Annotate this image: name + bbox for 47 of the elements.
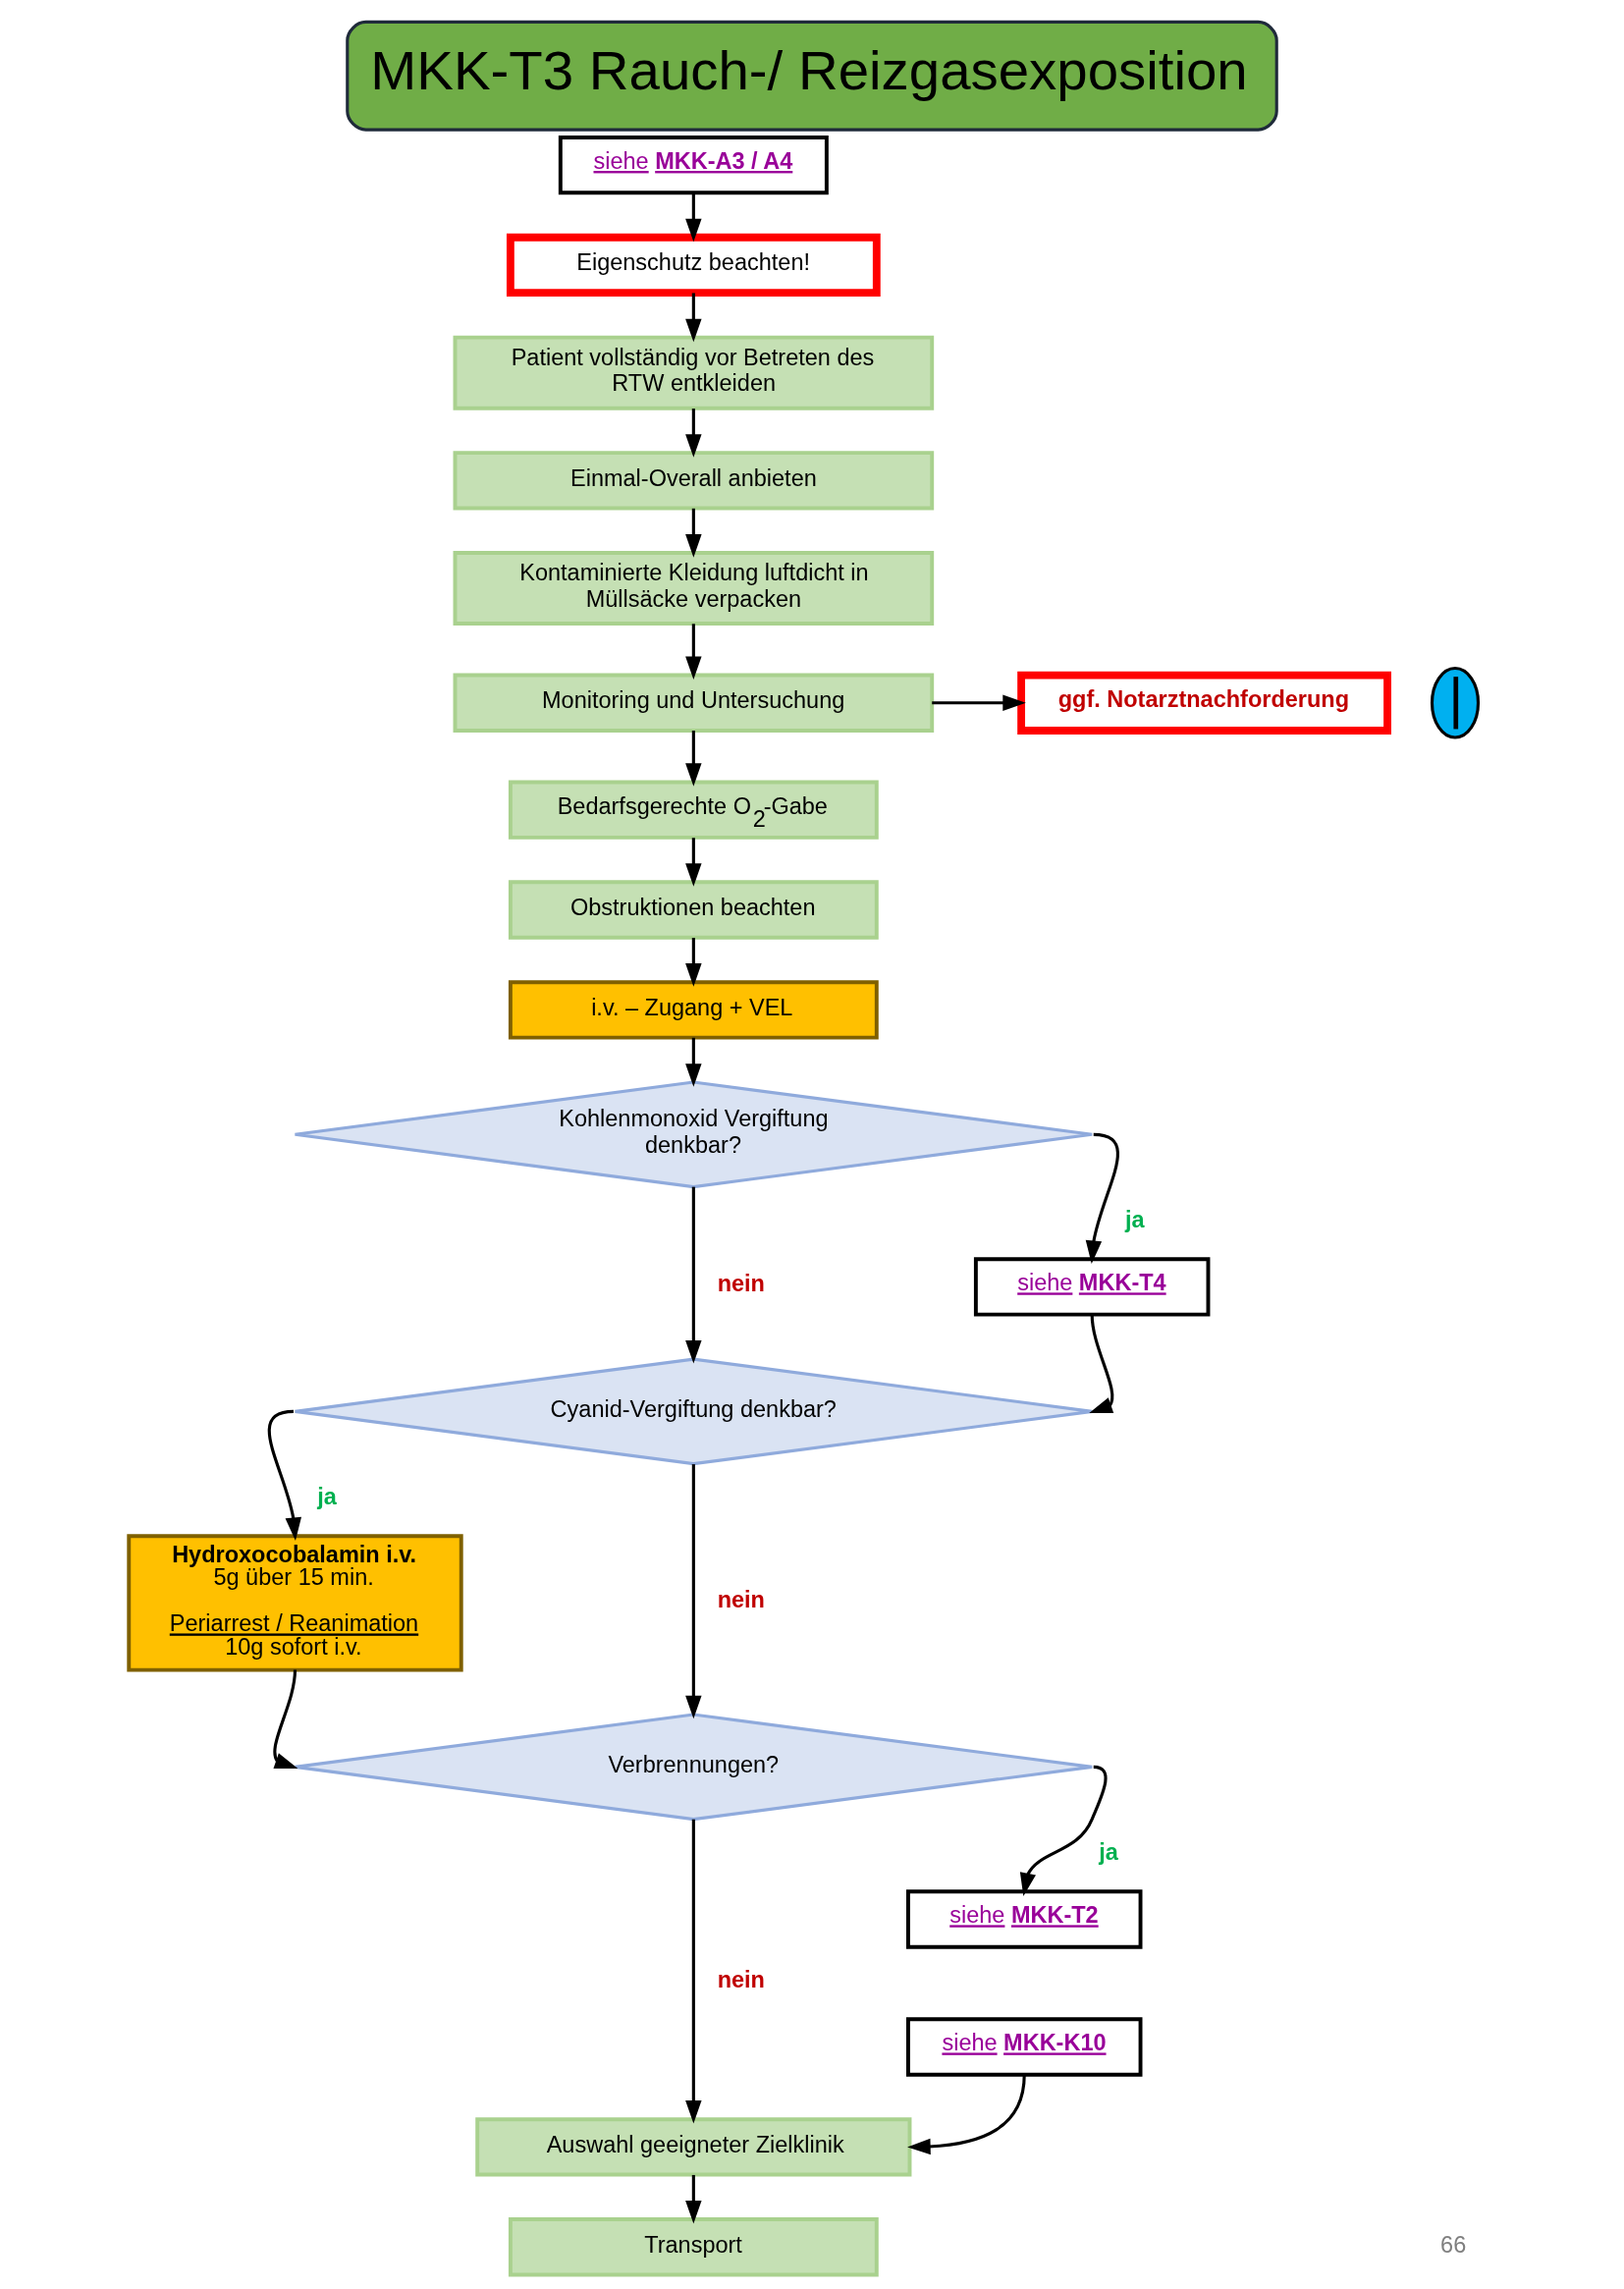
arrow bbox=[685, 938, 702, 987]
arrow bbox=[685, 293, 702, 343]
arrow bbox=[685, 838, 702, 887]
node-picture bbox=[1430, 666, 1481, 739]
node-box: Kontaminierte Kleidung luftdicht in Müllsäcke verpacken bbox=[453, 551, 935, 627]
edge-label: ja bbox=[1124, 1207, 1145, 1233]
node-box: Monitoring und Untersuchung bbox=[453, 673, 935, 733]
edge-label: ja bbox=[1099, 1839, 1118, 1866]
node-box: Einmal-Overall anbieten bbox=[453, 451, 935, 511]
node-box: Eigenschutz beachten! bbox=[506, 233, 881, 298]
edge-label: ja bbox=[317, 1484, 337, 1510]
arrow bbox=[685, 508, 702, 558]
arrow bbox=[685, 1037, 702, 1087]
node-box: Obstruktionen beachten bbox=[508, 880, 879, 940]
arrow bbox=[932, 694, 1026, 711]
arrow bbox=[267, 1409, 301, 1541]
arrow bbox=[273, 1669, 298, 1769]
node-box: Patient vollständig vor Betreten des RTW entkleiden bbox=[453, 335, 935, 410]
node-box: i.v. – Zugang + VEL bbox=[508, 980, 879, 1040]
node-box: siehe MKK-T2 bbox=[906, 1889, 1143, 1949]
edge-label: nein bbox=[717, 1967, 765, 1993]
node-diamond: Verbrennungen? bbox=[293, 1713, 1094, 1822]
node-box: siehe MKK-A3 / A4 bbox=[558, 135, 829, 195]
arrow bbox=[685, 731, 702, 787]
diagram-title: MKK-T3 Rauch-/ Reizgasexposition bbox=[370, 39, 1248, 102]
node-box: Transport bbox=[508, 2217, 879, 2277]
arrow bbox=[685, 192, 702, 243]
arrow bbox=[685, 2174, 702, 2224]
edge-label: nein bbox=[717, 1271, 765, 1297]
arrow bbox=[907, 2074, 1026, 2155]
node-diamond: Kohlenmonoxid Vergiftung denkbar? bbox=[293, 1080, 1094, 1189]
arrow bbox=[685, 1186, 702, 1364]
arrow bbox=[685, 624, 702, 681]
arrow bbox=[1089, 1314, 1114, 1413]
label: 66 bbox=[1440, 2231, 1467, 2258]
node-box: siehe MKK-T4 bbox=[973, 1257, 1211, 1317]
arrow bbox=[685, 1819, 702, 2124]
edge-label: nein bbox=[717, 1587, 765, 1613]
node-diamond: Cyanid-Vergiftung denkbar? bbox=[293, 1357, 1094, 1466]
node-box: ggf. Notarztnachforderung bbox=[1017, 671, 1391, 735]
arrow bbox=[685, 1464, 702, 1719]
arrow bbox=[685, 409, 702, 458]
arrow bbox=[1019, 1765, 1108, 1896]
node-box: Hydroxocobalamin i.v. 5g über 15 min. Periarrest / Reanimation 10g sofort i.v. bbox=[127, 1534, 463, 1672]
node-box: siehe MKK-K10 bbox=[906, 2017, 1143, 2077]
node-box: Auswahl geeigneter Zielklinik bbox=[475, 2117, 912, 2177]
arrow bbox=[1085, 1132, 1119, 1264]
